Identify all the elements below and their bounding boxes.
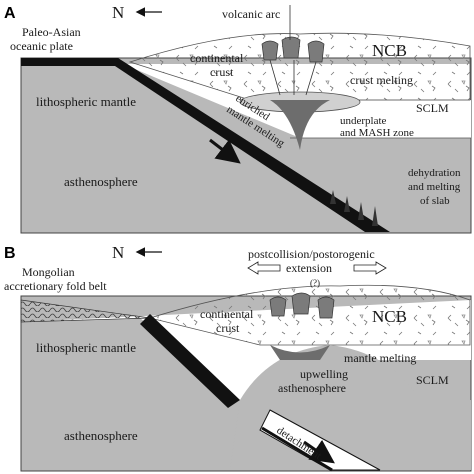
panel-b-ncb-label: NCB [372, 307, 407, 326]
panel-a-subduction-arrow [209, 138, 241, 164]
panel-a-crust-label-1: continental [190, 51, 244, 65]
panel-a-ncb-label: NCB [372, 41, 407, 60]
panel-b-crust-label-2: crust [216, 321, 240, 335]
panel-b-plutons [269, 292, 335, 319]
panel-b-question-label: (?) [310, 278, 320, 288]
panel-b: B N postcollision/postorogenic extension… [4, 243, 472, 472]
panel-b-letter: B [4, 245, 16, 262]
panel-b-asthenosphere-label: asthenosphere [64, 428, 138, 443]
panel-a-slab [21, 58, 390, 232]
panel-b-upwelling-label-1: upwelling [300, 367, 348, 381]
panel-a-melt [270, 100, 330, 150]
panel-a-dehydration-label-3: of slab [420, 195, 450, 207]
panel-b-north-label: N [112, 243, 124, 262]
panel-b-extension-label: extension [286, 261, 332, 275]
panel-a-underplate-label-1: underplate [340, 115, 387, 127]
panel-a-crust [128, 32, 471, 101]
panel-a-plate-label-1: Paleo-Asian [22, 25, 81, 39]
panel-a-asthenosphere-label: asthenosphere [64, 174, 138, 189]
panel-a-dehydration-label-2: and melting [408, 181, 461, 193]
panel-a-letter: A [4, 5, 16, 22]
panel-b-fold-belt [20, 299, 151, 323]
panel-b-fold-label-1: Mongolian [22, 265, 75, 279]
panel-b-fold-label-2: accretionary fold belt [4, 279, 107, 293]
panel-b-extension-arrow-left [247, 261, 281, 275]
panel-a-lith-mantle-label: lithospheric mantle [36, 94, 136, 109]
panel-b-sclm-label: SCLM [416, 373, 449, 387]
panel-a-fluids [330, 190, 378, 226]
panel-b-postcollision-label: postcollision/postorogenic [248, 247, 375, 261]
panel-b-mantle-melting-label: mantle melting [344, 351, 416, 365]
panel-a-underplate-label-2: and MASH zone [340, 127, 414, 139]
panel-a-sclm-label: SCLM [416, 101, 449, 115]
panel-b-upwelling-label-2: asthenosphere [278, 381, 346, 395]
panel-a-volcanic-arc-label: volcanic arc [222, 7, 280, 21]
panel-b-lith-mantle-label: lithospheric mantle [36, 340, 136, 355]
panel-b-detachment-arrow [303, 439, 335, 464]
panel-b-crust [148, 284, 471, 346]
panel-b-crust-label-1: continental [200, 307, 254, 321]
panel-a-crust-label-2: crust [210, 65, 234, 79]
panel-a-dehydration-label-1: dehydration [408, 167, 461, 179]
panel-b-slab-upper [140, 314, 240, 408]
panel-a: A N volcanic arc Paleo-Asian oceanic pla… [4, 3, 472, 234]
panel-b-extension-arrow-right [353, 261, 387, 275]
panel-a-plutons [261, 36, 325, 63]
panel-a-crust-melting-label: crust melting [350, 73, 413, 87]
panel-b-melt [270, 345, 330, 360]
panel-a-dikes [269, 5, 317, 96]
panel-a-north-label: N [112, 3, 124, 22]
panel-a-plate-label-2: oceanic plate [10, 39, 73, 53]
